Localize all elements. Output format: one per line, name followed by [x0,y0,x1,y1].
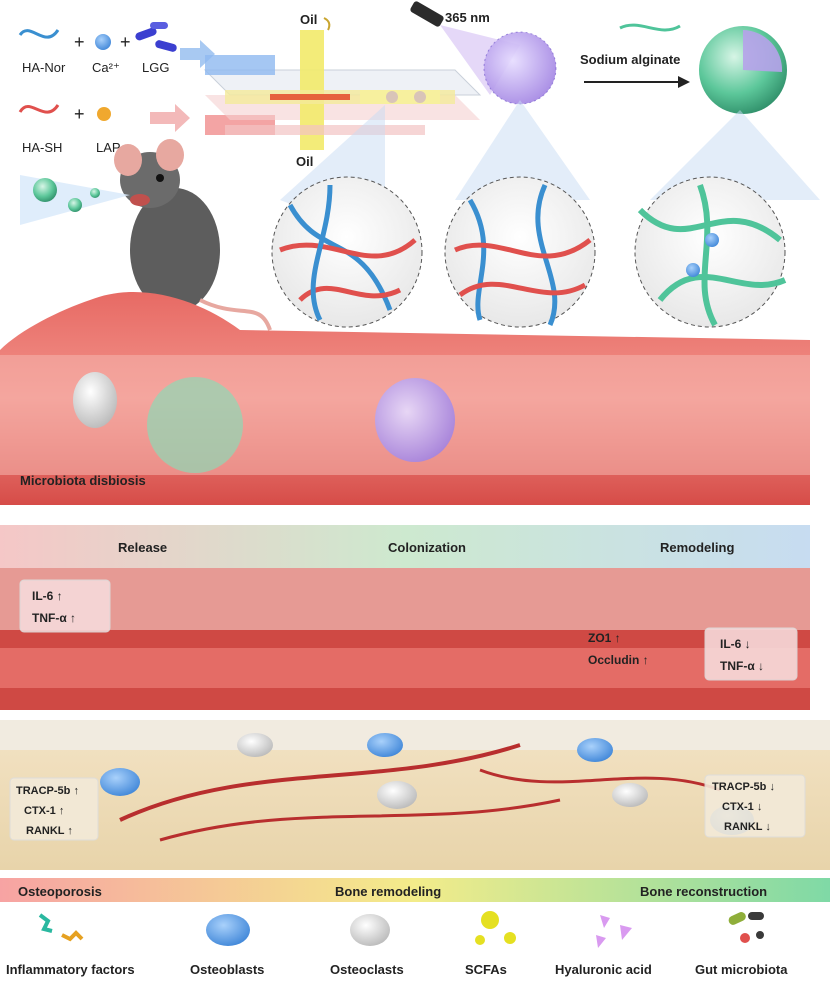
epithelium-section [0,525,810,710]
zoom-cone-3 [650,110,820,200]
bone-marker-box-left: TRACP-5b ↑ CTX-1 ↑ RANKL ↑ [9,777,99,841]
calcium-ion-icon [95,34,111,50]
ha-sh-strand-icon [18,104,60,114]
ha-nor-strand-icon [18,29,60,39]
reagent-lgg: LGG [142,60,169,75]
legend-label-osteoblasts: Osteoblasts [190,962,264,977]
intestine-lumen [0,291,810,505]
reagent-lap: LAP [96,140,121,155]
plus-sign-3: + [74,104,85,124]
tight-junction-markers: ZO1 ↑ Occludin ↑ [588,631,649,667]
legend-osteoclast-icon [350,914,390,946]
marker-rankl-down: RANKL ↓ [724,821,771,833]
uv-wavelength-label: 365 nm [445,10,490,25]
bone-marker-box-right: TRACP-5b ↓ CTX-1 ↓ RANKL ↓ [704,774,806,838]
legend-inflammatory-factors-icon [38,913,84,942]
stage-release-label: Release [118,540,167,555]
marker-zo1-up: ZO1 ↑ [588,631,621,645]
marker-ctx1-down: CTX-1 ↓ [722,801,762,813]
plus-sign-1: + [74,32,85,52]
inflammation-marker-box-right: IL-6 ↓ TNF-α ↓ [704,627,798,681]
alginate-strand-icon [619,23,681,32]
legend-label-inflammatory-factors: Inflammatory factors [6,962,135,977]
oil-label-top: Oil [300,12,317,27]
plus-sign-2: + [120,32,131,52]
sodium-alginate-label: Sodium alginate [580,52,680,67]
reagent-ca: Ca²⁺ [92,60,120,75]
stage-colonization-label: Colonization [388,540,466,555]
detail-circle-2 [444,176,596,328]
stage-bone-reconstruction-label: Bone reconstruction [640,884,767,899]
detail-circle-1 [271,176,423,328]
mouse-illustration [114,139,272,331]
bone-stage-bar [0,878,830,902]
legend-label-hyaluronic-acid: Hyaluronic acid [555,962,652,977]
legend-label-gut-microbiota: Gut microbiota [695,962,788,977]
marker-tnfa-down: TNF-α ↓ [720,659,764,673]
zoom-cone-2 [455,100,590,200]
stage-remodeling-label: Remodeling [660,540,734,555]
marker-occludin-up: Occludin ↑ [588,653,649,667]
reagent-ha-nor: HA-Nor [22,60,66,75]
legend-hyaluronic-acid-icon [596,915,632,948]
marker-tnfa-up: TNF-α ↑ [32,611,76,625]
crosslinked-microsphere-icon [484,32,556,104]
oil-flow-arrow-icon [323,17,331,31]
marker-rankl-up: RANKL ↑ [26,825,73,837]
inflammation-marker-box-left: IL-6 ↑ TNF-α ↑ [19,579,111,633]
oil-label-bottom: Oil [296,154,313,169]
marker-il6-up: IL-6 ↑ [32,589,63,603]
marker-il6-down: IL-6 ↓ [720,637,751,651]
lgg-bacteria-icon [135,22,177,52]
legend-label-scfas: SCFAs [465,962,507,977]
legend-label-osteoclasts: Osteoclasts [330,962,404,977]
lap-initiator-icon [97,107,111,121]
stage-bone-remodeling-label: Bone remodeling [335,884,441,899]
synthesis-panel: + + HA-Nor Ca²⁺ LGG + HA-SH LAP Oil Oil [18,1,820,328]
oral-dosing-icon [20,175,130,225]
microfluidic-chip [203,30,482,150]
reagent-ha-sh: HA-SH [22,140,62,155]
marker-tracp5b-up: TRACP-5b ↑ [16,785,79,797]
detail-circle-3 [634,176,787,328]
input-arrow-red [150,104,190,132]
stage-osteoporosis-label: Osteoporosis [18,884,102,899]
legend-osteoblast-icon [206,914,250,946]
marker-tracp5b-down: TRACP-5b ↓ [712,781,775,793]
legend-scfa-icon [475,911,516,945]
legend-gut-microbiota-icon [728,912,764,943]
marker-ctx1-up: CTX-1 ↑ [24,805,64,817]
microbiota-disbiosis-label: Microbiota disbiosis [20,473,146,488]
legend: Inflammatory factors Osteoblasts Osteocl… [6,911,788,977]
bone-section [0,720,830,870]
